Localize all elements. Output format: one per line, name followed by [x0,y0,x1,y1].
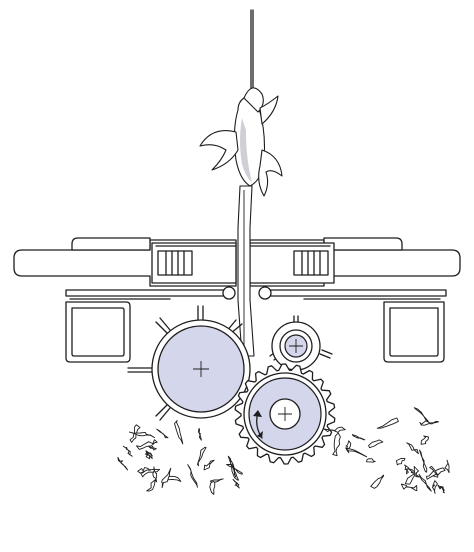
debris-fragment [187,464,198,488]
debris-fragment [437,484,445,494]
debris-fragment [227,455,237,478]
debris-fragment [136,439,158,450]
guide-rails [65,286,447,300]
debris-fragment [404,466,419,485]
debris-fragment [429,465,438,476]
debris-fragment [146,451,153,460]
debris-fragment [209,480,216,495]
debris-fragment [418,473,432,492]
debris-fragment [152,466,158,483]
debris-fragment [407,468,420,478]
debris-fragment [413,407,430,423]
debris-fragment [174,420,184,445]
debris-fragment [406,442,419,455]
debris-fragment [197,446,207,467]
debris-fragment [128,431,156,439]
debris-fragment [197,427,202,441]
left-clamp-block [151,242,237,284]
debris-fragment [368,439,384,449]
debris-fragment [404,464,410,475]
debris-fragment [203,459,215,471]
debris-fragment [146,479,157,492]
debris-fragment [366,458,376,463]
debris-fragment [323,426,346,433]
debris-fragment [396,458,406,466]
debris-fragment [332,432,341,457]
debris-right [323,407,450,494]
debris-fragment [444,459,450,474]
debris-fragment [161,467,172,489]
debris-fragment [419,449,428,473]
debris-fragment [351,434,366,441]
debris-fragment [431,480,438,494]
debris-fragment [117,456,129,471]
left-housing [65,301,131,363]
debris-fragment [122,445,133,457]
debris-fragment [345,447,368,458]
small-roller [269,315,333,371]
debris-fragment [400,483,418,492]
debris-fragment [232,478,240,489]
large-roller [127,305,251,421]
debris-fragment [419,420,440,426]
toothed-roller [234,363,336,465]
debris-fragment [376,417,399,429]
debris-fragment [370,474,385,489]
plant [199,9,283,357]
debris-left [117,420,243,495]
debris-fragment [137,467,151,474]
debris-fragment [156,428,169,439]
debris-fragment [229,458,239,481]
debris-fragment [420,435,429,445]
debris-fragment [144,450,151,460]
right-housing [383,301,445,363]
right-clamp-block [249,242,335,284]
